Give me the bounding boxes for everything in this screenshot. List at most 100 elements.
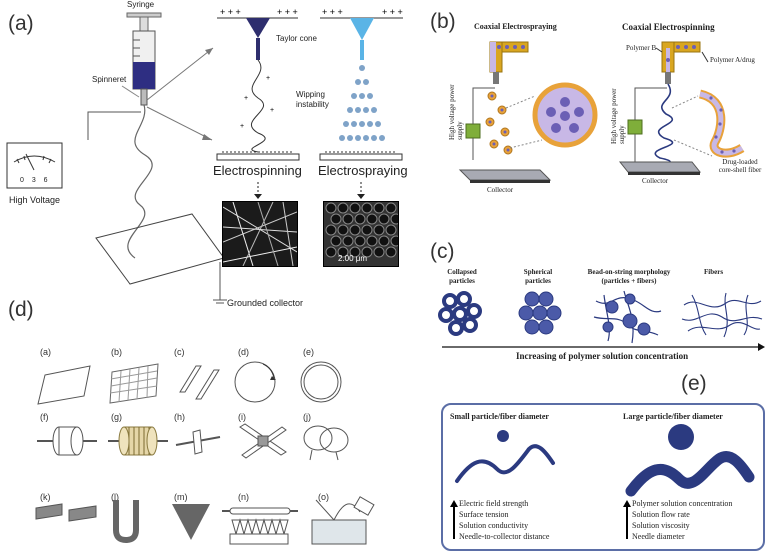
sem-particle [385,224,397,236]
grid-collector [109,363,159,404]
sem-particle [349,224,361,236]
panel-d-collectors [35,361,375,545]
spray-droplet [375,121,381,127]
bead-on-string-label: Bead-on-string morphology (particles + f… [587,268,671,285]
svg-text:+ + +: + + + [382,7,403,17]
spray-droplet [347,135,353,141]
large-factor-3: Solution viscosity [632,521,690,530]
electrospraying-label: Electrospraying [318,163,408,178]
spray-droplet [371,107,377,113]
sem-particles-image: 2.00 μm [323,201,399,267]
sem-particle [337,246,349,258]
sem-particle [325,246,337,258]
panel-b-letter: (b) [430,10,456,33]
sem-particle [354,235,366,247]
sem-particle [378,213,390,225]
spray-droplet [355,135,361,141]
meter-scale: 0 3 6 [20,177,48,184]
sem-particle [342,213,354,225]
sem-particle [349,202,361,214]
large-diameter-title: Large particle/fiber diameter [623,412,723,421]
spray-droplet [359,93,365,99]
sem-particle [349,246,361,258]
sem-particle [385,246,397,258]
panel-e-diagram [450,424,755,539]
spray-droplet [359,121,365,127]
power-supply-right-label: High voltage power supply [610,88,626,144]
spray-droplet [351,121,357,127]
sem-particle [337,224,349,236]
spray-droplet [371,135,377,141]
sem-particle [330,213,342,225]
d-sub-m: (m) [174,492,188,502]
svg-text:+: + [244,95,248,102]
sem-particle [366,235,378,247]
spray-droplet [339,135,345,141]
whipping-label: Wipping instability [296,90,329,109]
d-sub-d: (d) [238,347,249,357]
small-factor-3: Solution conductivity [459,521,529,530]
d-sub-g: (g) [111,412,122,422]
coaxial-electrospraying-title: Coaxial Electrospraying [474,22,557,31]
svg-text:+: + [270,107,274,114]
sem-particle [378,235,390,247]
d-sub-c: (c) [174,347,185,357]
panel-a-letter: (a) [8,12,34,35]
d-sub-k: (k) [40,492,51,502]
large-factor-2: Solution flow rate [632,510,690,519]
power-supply-left-label: High voltage power supply [448,84,464,140]
high-voltage-label: High Voltage [9,195,61,205]
spray-droplets [339,65,385,141]
sem-particle [361,224,373,236]
collector-left-label: Collector [487,186,514,194]
spray-droplet [343,121,349,127]
spray-droplet [367,93,373,99]
polymer-a-label: Polymer A/drug [710,56,755,64]
collapsed-particles-label: Collapsed particles [447,268,477,285]
spray-droplet [363,135,369,141]
sem-particle [361,246,373,258]
d-sub-o: (o) [318,492,329,502]
polymer-b-label: Polymer B [626,44,657,52]
panel-b-diagram [458,41,745,183]
spray-droplet [359,65,365,71]
d-sub-b: (b) [111,347,122,357]
syringe-icon [126,12,162,106]
d-sub-e: (e) [303,347,314,357]
spray-droplet [347,107,353,113]
d-sub-j: (j) [303,412,311,422]
spinneret-label: Spinneret [92,75,127,84]
panel-e-box [441,403,765,551]
sem-particle [373,246,385,258]
sem-particle [390,235,398,247]
sem-particle [342,235,354,247]
sem-particle [390,213,398,225]
spray-droplet [355,107,361,113]
panel-d-letter: (d) [8,298,34,321]
fibers-label: Fibers [704,268,724,276]
spray-droplet [367,121,373,127]
panel-a-diagram: + + + + + + + + + + + + + + + + [6,7,403,304]
panel-c-letter: (c) [430,240,455,263]
spray-droplet [379,135,385,141]
large-factor-4: Needle diameter [632,532,685,541]
taylor-cone-label: Taylor cone [276,34,317,43]
d-sub-l: (l) [111,492,119,502]
voltmeter-icon [6,142,63,189]
concentration-axis-label: Increasing of polymer solution concentra… [516,351,689,361]
sem-particle [330,235,342,247]
spray-droplet [355,79,361,85]
panel-c-diagram [438,290,765,351]
large-factor-1: Polymer solution concentration [632,499,733,508]
sem-particle [325,202,337,214]
spray-droplet [363,79,369,85]
d-sub-a: (a) [40,347,51,357]
small-factor-4: Needle-to-collector distance [459,532,550,541]
syringe-label: Syringe [127,0,155,9]
sem-particle [373,202,385,214]
svg-text:+: + [266,75,270,82]
sem-fibers-image [222,201,298,267]
scale-bar-label: 2.00 μm [338,254,368,263]
svg-text:+ + +: + + + [277,7,298,17]
coaxial-electrospinning-title: Coaxial Electrospinning [622,22,715,32]
